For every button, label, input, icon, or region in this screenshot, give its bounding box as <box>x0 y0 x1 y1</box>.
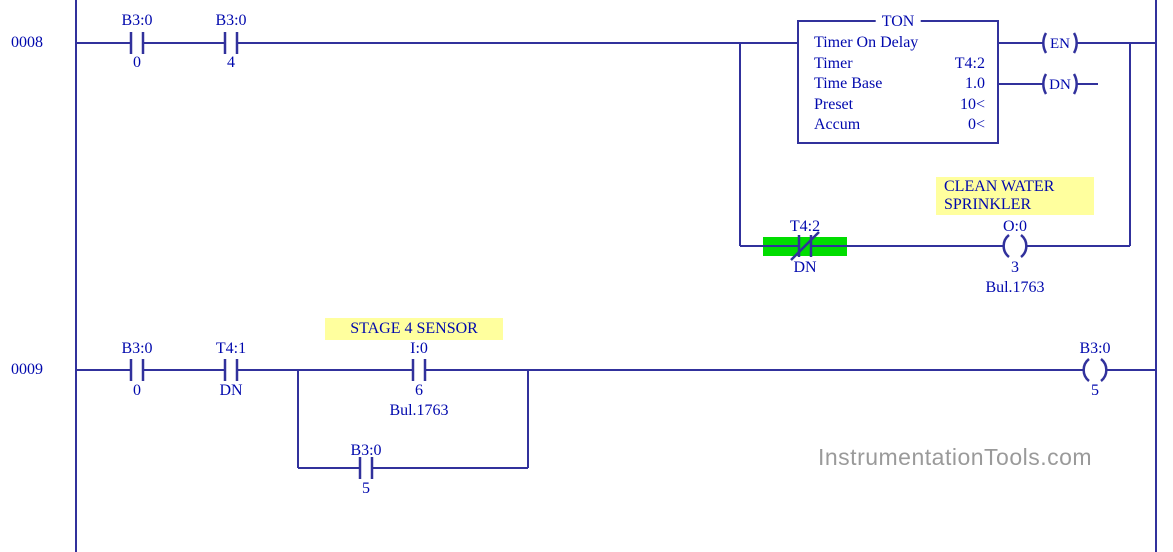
rung9-contact1-bit-label: 0 <box>133 382 141 399</box>
rung9-xic-contact-b3-5[interactable] <box>358 457 374 479</box>
rung8-wires <box>77 42 1156 247</box>
ton-preset-label: Preset <box>814 96 854 113</box>
coil-device-label: Bul.1763 <box>985 279 1045 296</box>
rung9-xic-contact-2[interactable] <box>223 359 239 381</box>
rung9-sensor-device-label: Bul.1763 <box>389 402 449 419</box>
coil-paren-left <box>1082 358 1090 382</box>
rung9-coil-address-label: B3:0 <box>1079 340 1111 357</box>
paren-right <box>1072 32 1078 54</box>
rung8-xic-contact-2[interactable] <box>223 32 239 54</box>
coil-bit-label: 3 <box>1011 259 1019 276</box>
coil-description-line1: CLEAN WATER <box>944 178 1055 195</box>
rung9-contact2-bit-label: DN <box>219 382 243 399</box>
coil-paren-right <box>1100 358 1108 382</box>
rung8-ton-dn-output-symbol[interactable] <box>1042 73 1078 95</box>
xio-address-label: T4:2 <box>789 218 821 235</box>
ton-accum-value: 0< <box>967 116 985 133</box>
rung9-sensor-bit-label: 6 <box>415 382 423 399</box>
xio-bit-label: DN <box>793 259 817 276</box>
ton-block-title: TON <box>875 12 921 31</box>
paren-right <box>1072 73 1078 95</box>
rung8-output-coil-o0-3[interactable] <box>1002 234 1028 258</box>
coil-paren-right <box>1020 234 1028 258</box>
rung9-coil-bit-label: 5 <box>1091 382 1099 399</box>
nc-slash <box>790 231 820 261</box>
rung9-xic-contact-i0-6[interactable] <box>411 359 427 381</box>
coil-description-line2: SPRINKLER <box>944 196 1032 213</box>
coil-description-clean-water-sprinkler: CLEAN WATER SPRINKLER <box>936 177 1094 215</box>
rung8-contact2-address-label: B3:0 <box>215 12 247 29</box>
rung9-wires <box>77 369 1156 469</box>
rung8-number[interactable]: 0008 <box>11 34 43 51</box>
ton-timer-block[interactable]: TON Timer On Delay Timer T4:2 Time Base … <box>797 12 999 144</box>
rung8-ton-en-output-symbol[interactable] <box>1042 32 1078 54</box>
rung8-contact2-bit-label: 4 <box>227 54 235 71</box>
ton-preset-value: 10< <box>959 96 985 113</box>
ton-timebase-label: Time Base <box>814 75 883 92</box>
coil-paren-left <box>1002 234 1010 258</box>
paren-left <box>1042 73 1048 95</box>
rung9-sensor-address-label: I:0 <box>410 340 428 357</box>
rung9-branch-address-label: B3:0 <box>350 442 382 459</box>
rung9-contact2-address-label: T4:1 <box>215 340 247 357</box>
contact-description-stage-4-sensor: STAGE 4 SENSOR <box>325 318 503 340</box>
rung8-xio-contact-t4-2-dn[interactable] <box>790 231 820 261</box>
rung9-number[interactable]: 0009 <box>11 361 43 378</box>
ton-en-label: EN <box>1050 36 1070 52</box>
ton-dn-label: DN <box>1049 77 1071 93</box>
ton-accum-label: Accum <box>814 116 861 133</box>
paren-left <box>1042 32 1048 54</box>
ton-timer-label: Timer <box>814 55 853 72</box>
rung9-branch-bit-label: 5 <box>362 480 370 497</box>
ton-timebase-value: 1.0 <box>965 75 985 92</box>
rung9-contact1-address-label: B3:0 <box>121 340 153 357</box>
ton-instruction-name: Timer On Delay <box>814 34 919 51</box>
rung8-xic-contact-1[interactable] <box>129 32 145 54</box>
rung8-contact1-bit-label: 0 <box>133 54 141 71</box>
ton-timer-value: T4:2 <box>954 55 985 72</box>
watermark-text: InstrumentationTools.com <box>818 444 1093 470</box>
rung9-output-coil-b3-5[interactable] <box>1082 358 1108 382</box>
rung9-xic-contact-1[interactable] <box>129 359 145 381</box>
rung8-contact1-address-label: B3:0 <box>121 12 153 29</box>
coil-address-label: O:0 <box>1003 218 1027 235</box>
